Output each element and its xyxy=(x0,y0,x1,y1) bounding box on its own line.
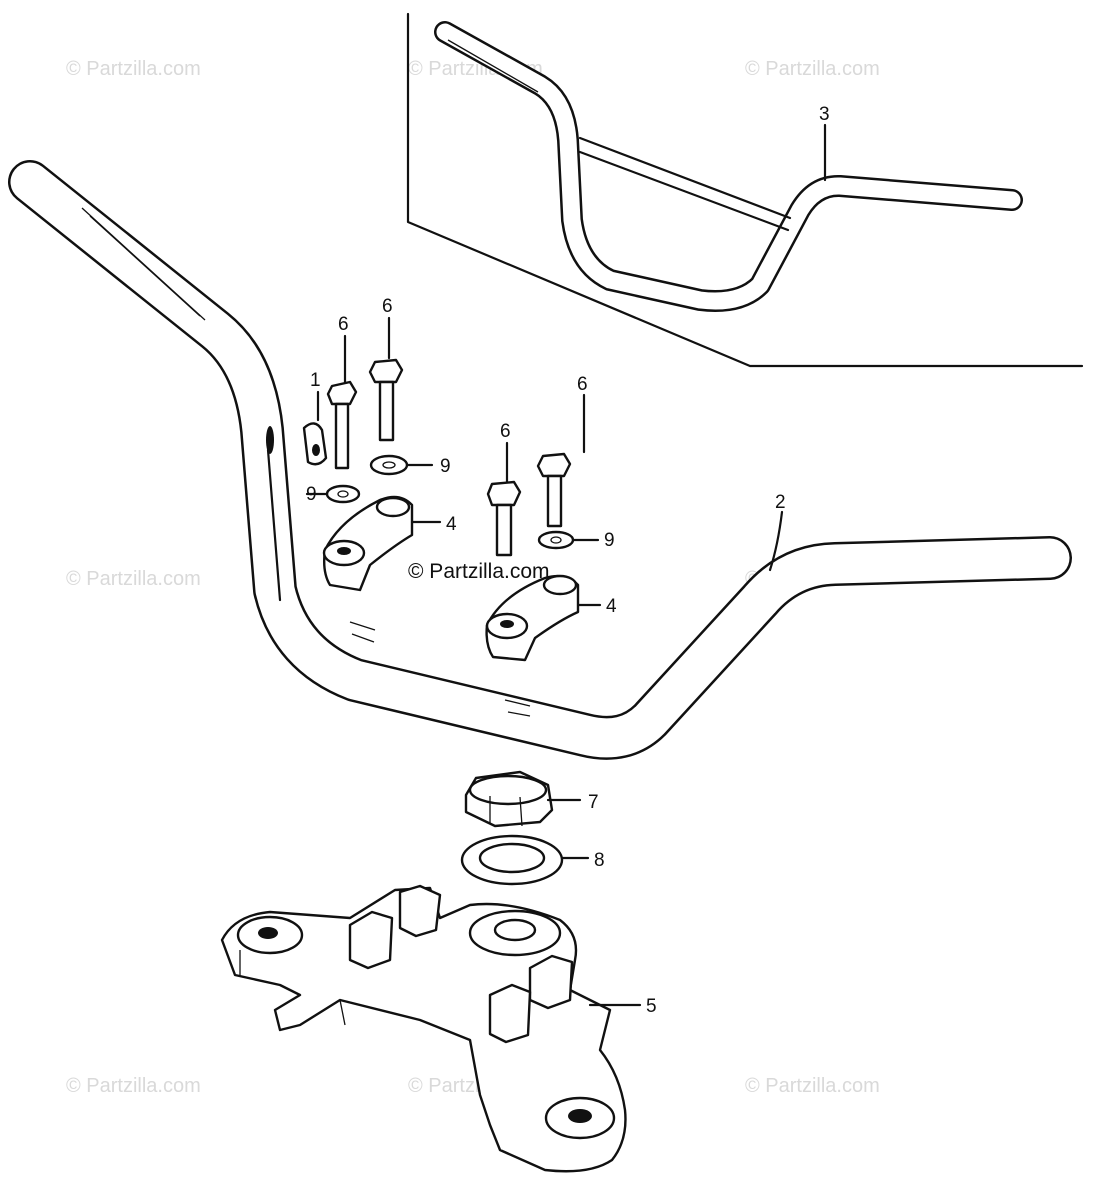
callout-7: 7 xyxy=(588,792,599,813)
callout-9: 9 xyxy=(604,530,615,551)
callout-6: 6 xyxy=(577,374,588,395)
washer-9c xyxy=(537,530,575,550)
clamp-4a xyxy=(322,495,414,592)
part-1-plug xyxy=(302,422,328,466)
washer-9b xyxy=(325,484,361,504)
handlebar-main xyxy=(8,160,1072,760)
callout-8: 8 xyxy=(594,850,605,871)
slot-mark xyxy=(266,426,274,454)
callout-1: 1 xyxy=(310,370,321,391)
nut-7 xyxy=(464,770,554,828)
bolt-6d xyxy=(536,452,572,528)
center-watermark: © Partzilla.com xyxy=(408,560,550,583)
callout-3: 3 xyxy=(819,104,830,125)
watermark: © Partzilla.com xyxy=(66,58,201,80)
callout-6: 6 xyxy=(382,296,393,317)
watermark-grid: © Partzilla.com © Partzilla.com © Partzi… xyxy=(66,58,880,1097)
washer-9a xyxy=(369,454,409,476)
clamp-4b xyxy=(485,574,580,662)
callout-2: 2 xyxy=(775,492,786,513)
watermark: © Partzilla.com xyxy=(66,568,201,590)
callout-6: 6 xyxy=(500,421,511,442)
callout-6: 6 xyxy=(338,314,349,335)
bolt-6a xyxy=(326,380,358,470)
bolt-6c xyxy=(486,480,522,557)
watermark: © Partzilla.com xyxy=(66,1075,201,1097)
callout-labels: 1 2 3 4 4 5 6 6 6 6 7 8 9 9 9 xyxy=(306,104,830,1017)
washer-8 xyxy=(460,834,564,886)
callout-4: 4 xyxy=(446,514,457,535)
watermark: © Partzilla.com xyxy=(745,1075,880,1097)
callout-9: 9 xyxy=(306,484,317,505)
inset-frame xyxy=(406,12,1084,368)
bolt-6b xyxy=(368,358,404,442)
top-bridge-5 xyxy=(220,884,627,1173)
watermark: © Partzilla.com xyxy=(745,58,880,80)
callout-5: 5 xyxy=(646,996,657,1017)
callout-9: 9 xyxy=(440,456,451,477)
leader-lines xyxy=(305,123,827,1007)
callout-4: 4 xyxy=(606,596,617,617)
handlebar-alternate xyxy=(434,21,1023,312)
